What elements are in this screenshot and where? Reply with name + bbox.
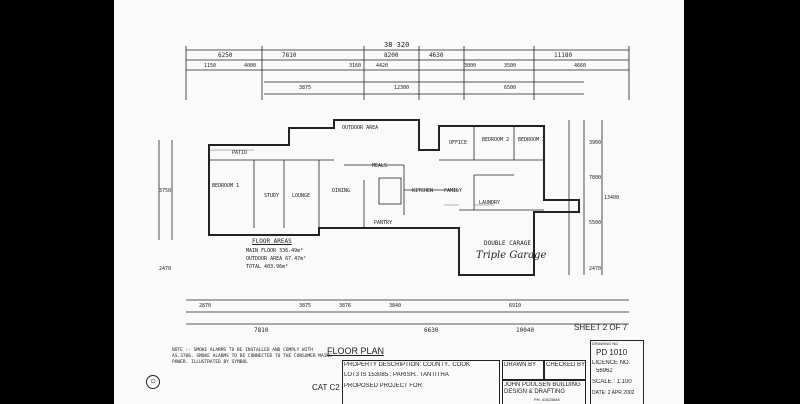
dim-right-2: 7800 (589, 175, 602, 181)
room-patio: PATIO (232, 150, 248, 156)
floor-area-total: TOTAL 403.96m² (246, 264, 289, 270)
firm-name: JOHN POULSEN BUILDING DESIGN & DRAFTING (504, 382, 581, 395)
property-box (342, 360, 500, 404)
room-bedroom-1: BEDROOM 1 (212, 183, 240, 189)
dim-top2-1: 1150 (204, 63, 217, 69)
drawn-by-box (502, 360, 544, 380)
property-description: PROPERTY DESCRIPTION: COUNTY.. COOK (344, 362, 471, 368)
dim-top2-5: 3000 (464, 63, 477, 69)
drawn-by-label: DRAWN BY (504, 362, 537, 368)
dim-left-2: 2470 (159, 266, 172, 272)
garage-handwritten-note: Triple Garage (476, 250, 547, 261)
dim-bottom-2: 3875 (299, 303, 312, 309)
dim-bottom-3: 3876 (339, 303, 352, 309)
drawing-no: PD 1010 (596, 348, 628, 357)
dim-top3-2: 12300 (394, 85, 410, 91)
smoke-alarm-note: NOTE :- SMOKE ALARMS TO BE INSTALLED AND… (172, 348, 332, 365)
room-family: FAMILY (444, 188, 463, 194)
room-kitchen: KITCHEN (412, 188, 434, 194)
checked-by-label: CHECKED BY (546, 362, 586, 368)
dim-bottom-1: 2870 (199, 303, 212, 309)
licence-no-label: LICENCE NO. (592, 360, 631, 366)
dim-right-4: 5500 (589, 220, 602, 226)
room-bedroom-2: BEDROOM 2 (482, 137, 510, 143)
floor-areas-title: FLOOR AREAS (252, 238, 292, 245)
dim-bottom-5: 6910 (509, 303, 522, 309)
dim-bottom-4: 3840 (389, 303, 402, 309)
floor-plan-linework (158, 46, 630, 325)
plan-title: FLOOR PLAN (327, 346, 385, 356)
dim-top-3: 8200 (384, 52, 399, 59)
dim-top2-6: 3500 (504, 63, 517, 69)
cat-label: CAT C2 (312, 383, 340, 392)
drawing-number-box (590, 340, 644, 404)
floor-area-outdoor: OUTDOOR AREA 67.47m² (246, 256, 307, 262)
dim-right-3: 13400 (604, 195, 620, 201)
dim-top2-2: 4000 (244, 63, 257, 69)
property-lot: LOT3 IS 153085 : PARISH.. TANTITHA (344, 372, 449, 378)
dim-top-5: 11180 (554, 52, 573, 59)
firm-box (502, 380, 586, 404)
dim-right-1: 3900 (589, 140, 602, 146)
scale: SCALE : 1:100 (592, 379, 632, 385)
room-outdoor-area: OUTDOOR AREA (342, 125, 379, 131)
room-dining: DINING (332, 188, 351, 194)
dim-right-5: 2470 (589, 266, 602, 272)
room-laundry: LAUNDRY (479, 200, 501, 206)
date: DATE: 2 APR 2002 (592, 390, 635, 396)
room-double-garage: DOUBLE CARAGE (484, 240, 531, 247)
checked-by-box (544, 360, 586, 380)
room-meals: MEALS (372, 163, 388, 169)
dim-bottom2-1: 7810 (254, 327, 269, 334)
dim-top3-1: 3875 (299, 85, 312, 91)
dim-top-2: 7810 (282, 52, 297, 59)
dim-top2-3: 3160 (349, 63, 362, 69)
licence-no: 56962 (596, 368, 613, 374)
dim-top2-4: 4420 (376, 63, 389, 69)
room-bedroom-3: BEDROOM 3 (518, 137, 546, 143)
room-pantry: PANTRY (374, 220, 393, 226)
drawing-no-label: DRAWING NO (592, 341, 619, 346)
dim-top-1: 6250 (218, 52, 233, 59)
dim-top2-7: 4660 (574, 63, 587, 69)
room-lounge: LOUNGE (292, 193, 311, 199)
dim-top3-3: 6500 (504, 85, 517, 91)
room-office: OFFICE (449, 140, 468, 146)
north-icon: ○ (146, 375, 160, 389)
dim-top-4: 4630 (429, 52, 444, 59)
dim-left-1: 3750 (159, 188, 172, 194)
room-study: STUDY (264, 193, 280, 199)
dim-bottom2-2: 6630 (424, 327, 439, 334)
drawing-sheet: 38 320 6250 7810 8200 4630 11180 1150 40… (114, 0, 684, 404)
dim-bottom2-3: 10040 (516, 327, 535, 334)
overall-dimension: 38 320 (384, 41, 410, 49)
firm-phone: PH. 41523648 (534, 397, 560, 402)
floor-area-main: MAIN FLOOR 336.49m² (246, 248, 304, 254)
sheet-label: SHEET 2 OF 7 (574, 323, 628, 332)
proposed-project: PROPOSED PROJECT FOR (344, 383, 422, 389)
